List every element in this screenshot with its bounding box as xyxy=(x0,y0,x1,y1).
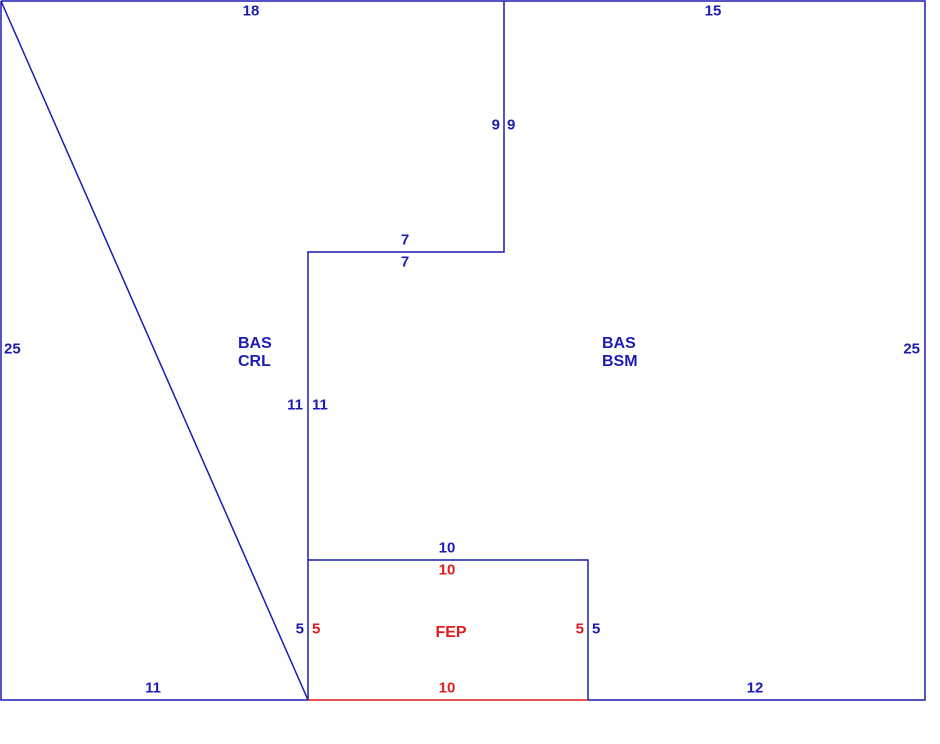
area-bsm-line2: BSM xyxy=(602,353,638,370)
dimension-left-side: 25 xyxy=(4,341,21,358)
area-fep-label: FEP xyxy=(435,624,466,641)
area-crl-line2: CRL xyxy=(238,353,271,370)
dimension-divider-right: 11 xyxy=(312,397,328,414)
divider-wall-upper xyxy=(307,1,505,560)
dimension-notch-vertical-left: 9 xyxy=(492,117,500,134)
dimension-top-right: 15 xyxy=(705,3,722,20)
dimension-divider-left: 11 xyxy=(287,397,303,414)
dimension-notch-horizontal-top: 7 xyxy=(401,232,409,249)
dimension-fep-top-inner: 10 xyxy=(439,562,456,579)
area-crl-line1: BAS xyxy=(238,335,272,352)
dimension-fep-right-outer: 5 xyxy=(592,621,600,638)
dimension-bottom-right: 12 xyxy=(747,680,764,697)
dimension-bottom-left: 11 xyxy=(145,680,161,697)
dimension-fep-top-outer: 10 xyxy=(439,540,456,557)
dimension-fep-left-inner: 5 xyxy=(312,621,320,638)
dimension-fep-right-inner: 5 xyxy=(576,621,584,638)
dimension-top-left: 18 xyxy=(243,3,260,20)
outer-perimeter-wall xyxy=(0,0,926,701)
dimension-fep-left-outer: 5 xyxy=(296,621,304,638)
dimension-fep-bottom: 10 xyxy=(439,680,456,697)
dimension-notch-vertical-right: 9 xyxy=(507,117,515,134)
fep-wall-blue xyxy=(307,559,589,700)
dimension-right-side: 25 xyxy=(903,341,920,358)
dimension-notch-horizontal-bottom: 7 xyxy=(401,254,409,271)
area-bsm-line1: BAS xyxy=(602,335,636,352)
